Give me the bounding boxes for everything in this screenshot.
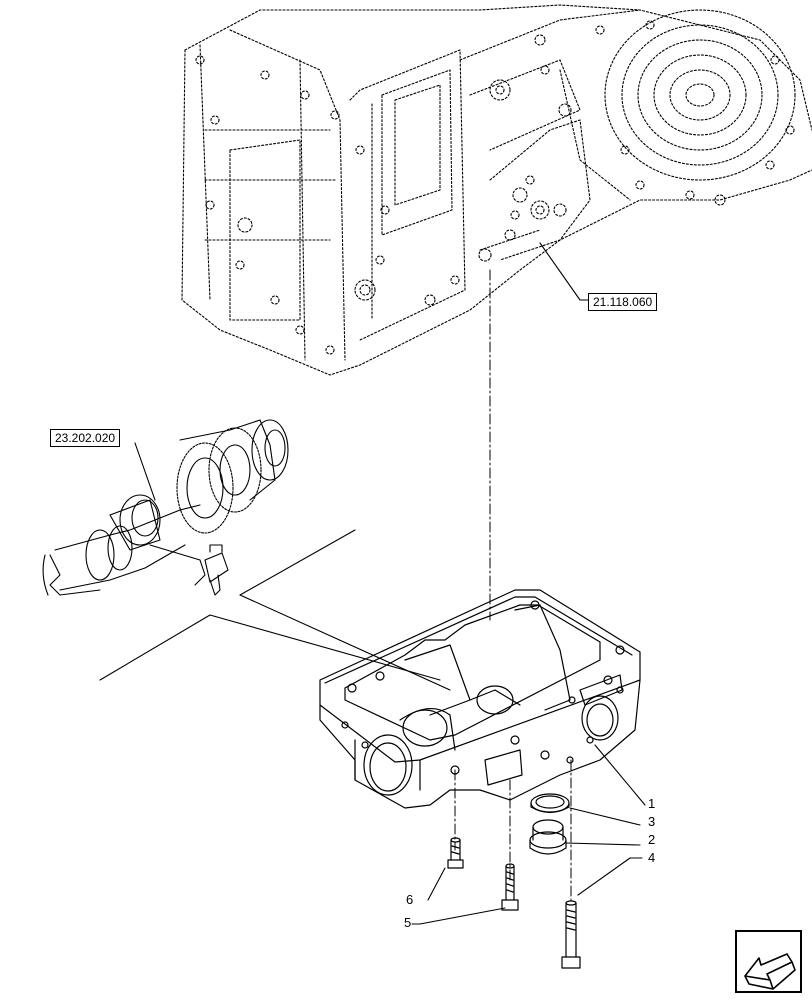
callout-leaders (411, 744, 646, 925)
navigation-button[interactable] (735, 930, 802, 993)
transmission-housing (181, 4, 812, 376)
leader-23-202-020 (134, 442, 156, 501)
callout-part-1: 1 (648, 796, 656, 811)
callout-part-6: 6 (406, 892, 414, 907)
plug-part-2 (529, 819, 567, 855)
alignment-lines (454, 269, 572, 901)
section-lines (99, 529, 451, 691)
callout-part-5: 5 (404, 915, 412, 930)
bolt-part-4 (561, 900, 581, 969)
callout-part-2: 2 (648, 832, 656, 847)
gear-shaft-assembly (42, 419, 289, 596)
housing-part-1 (319, 589, 641, 809)
reference-label-23-202-020[interactable]: 23.202.020 (50, 429, 121, 447)
seal-ring-part-3 (530, 793, 570, 814)
bolt-part-6 (447, 837, 464, 869)
callout-part-3: 3 (648, 814, 656, 829)
reference-label-21-118-060[interactable]: 21.118.060 (588, 293, 658, 311)
leader-21-118-060 (539, 242, 589, 301)
callout-part-4: 4 (648, 850, 656, 865)
bolt-part-5 (501, 863, 519, 911)
arrow-icon (744, 953, 796, 990)
